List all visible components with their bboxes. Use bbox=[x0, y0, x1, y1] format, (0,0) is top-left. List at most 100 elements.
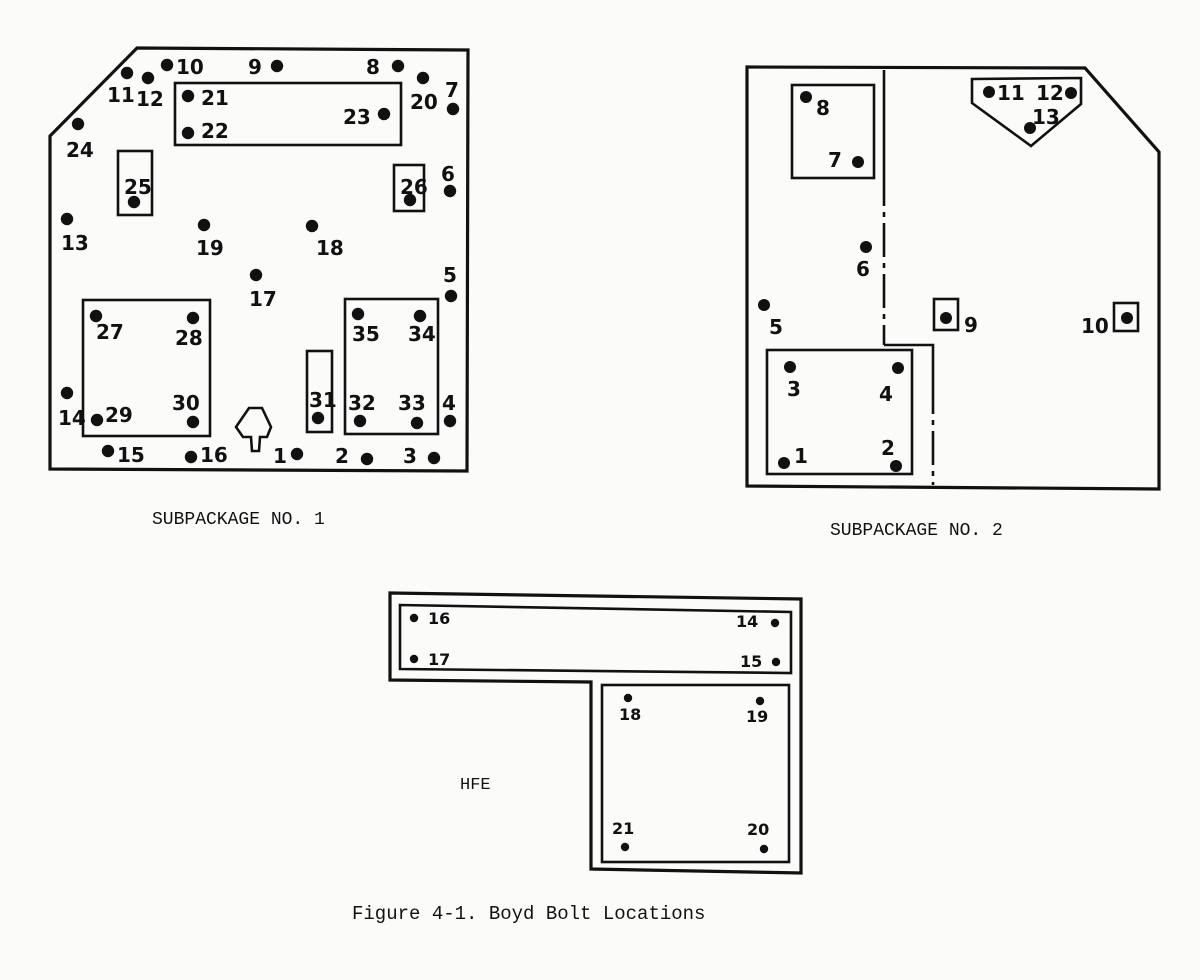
subpackage1-bolt-34 bbox=[413, 309, 427, 323]
subpackage2-bolt-label-9: 9 bbox=[964, 313, 978, 337]
subpackage2-bolt-label-5: 5 bbox=[769, 315, 783, 339]
subpackage1-bolt-label-19: 19 bbox=[196, 236, 224, 260]
subpackage1-bolt-13 bbox=[60, 212, 74, 226]
subpackage1-bolt-10 bbox=[160, 58, 174, 72]
subpackage2-bolt-12 bbox=[1065, 87, 1077, 99]
subpackage1-bolt-label-26: 26 bbox=[400, 175, 428, 199]
sp1-panel-25 bbox=[116, 149, 154, 217]
subpackage1-bolt-label-28: 28 bbox=[175, 326, 203, 350]
subpackage1-bolt-label-29: 29 bbox=[105, 403, 133, 427]
subpackage-2-outline bbox=[745, 65, 1161, 491]
sp2-panel-9 bbox=[932, 297, 960, 332]
subpackage-1-outline bbox=[48, 46, 470, 473]
subpackage1-bolt-label-17: 17 bbox=[249, 287, 277, 311]
subpackage1-bolt-18 bbox=[305, 219, 319, 233]
subpackage-1-label: SUBPACKAGE NO. 1 bbox=[152, 510, 325, 530]
subpackage2-bolt-label-7: 7 bbox=[828, 148, 842, 172]
subpackage2-bolt-label-8: 8 bbox=[816, 96, 830, 120]
subpackage1-bolt-9 bbox=[270, 59, 284, 73]
hfe-bolt-label-18: 18 bbox=[619, 705, 641, 724]
subpackage1-bolt-label-15: 15 bbox=[117, 443, 145, 467]
subpackage1-bolt-label-24: 24 bbox=[66, 138, 94, 162]
subpackage1-bolt-label-14: 14 bbox=[58, 406, 86, 430]
subpackage2-bolt-3 bbox=[784, 361, 796, 373]
subpackage1-bolt-label-31: 31 bbox=[309, 388, 337, 412]
sp2-divider-step bbox=[884, 343, 935, 380]
subpackage1-bolt-label-10: 10 bbox=[176, 55, 204, 79]
subpackage2-bolt-label-1: 1 bbox=[794, 444, 808, 468]
subpackage1-bolt-2 bbox=[360, 452, 374, 466]
subpackage1-bolt-1 bbox=[290, 447, 304, 461]
subpackage1-bolt-label-8: 8 bbox=[366, 55, 380, 79]
subpackage2-bolt-6 bbox=[860, 241, 872, 253]
subpackage1-bolt-22 bbox=[181, 126, 195, 140]
subpackage1-bolt-7 bbox=[446, 102, 460, 116]
sp1-top-panel bbox=[173, 81, 403, 147]
subpackage1-bolt-12 bbox=[141, 71, 155, 85]
subpackage1-bolt-11 bbox=[120, 66, 134, 80]
hfe-bolt-17 bbox=[409, 654, 419, 664]
subpackage2-bolt-label-2: 2 bbox=[881, 436, 895, 460]
subpackage1-bolt-3 bbox=[427, 451, 441, 465]
subpackage1-bolt-label-34: 34 bbox=[408, 322, 436, 346]
subpackage2-bolt-5 bbox=[758, 299, 770, 311]
hfe-outline bbox=[388, 591, 803, 875]
subpackage1-bolt-label-21: 21 bbox=[201, 86, 229, 110]
subpackage2-bolt-label-12: 12 bbox=[1036, 81, 1064, 105]
subpackage1-bolt-17 bbox=[249, 268, 263, 282]
subpackage1-bolt-16 bbox=[184, 450, 198, 464]
hfe-lower-panel bbox=[600, 683, 791, 864]
subpackage1-bolt-32 bbox=[353, 414, 367, 428]
subpackage2-bolt-7 bbox=[852, 156, 864, 168]
subpackage1-bolt-26 bbox=[403, 193, 417, 207]
subpackage2-bolt-label-10: 10 bbox=[1081, 314, 1109, 338]
hfe-bolt-19 bbox=[755, 696, 765, 706]
subpackage1-bolt-label-27: 27 bbox=[96, 320, 124, 344]
subpackage1-bolt-label-12: 12 bbox=[136, 87, 164, 111]
subpackage1-bolt-20 bbox=[416, 71, 430, 85]
sp1-panel-26 bbox=[392, 163, 426, 213]
subpackage2-bolt-4 bbox=[892, 362, 904, 374]
subpackage1-bolt-5 bbox=[444, 289, 458, 303]
subpackage1-bolt-label-1: 1 bbox=[273, 444, 287, 468]
sp1-left-box bbox=[81, 298, 212, 438]
subpackage1-bolt-label-7: 7 bbox=[445, 78, 459, 102]
subpackage1-bolt-35 bbox=[351, 307, 365, 321]
subpackage1-bolt-label-35: 35 bbox=[352, 322, 380, 346]
hfe-bolt-21 bbox=[620, 842, 630, 852]
sp2-pentagon-panel bbox=[970, 76, 1083, 148]
hfe-bolt-20 bbox=[759, 844, 769, 854]
hfe-bolt-label-21: 21 bbox=[612, 819, 634, 838]
hfe-bolt-label-16: 16 bbox=[428, 609, 450, 628]
sp2-box-7-8 bbox=[790, 83, 876, 180]
subpackage1-bolt-15 bbox=[101, 444, 115, 458]
subpackage2-bolt-label-4: 4 bbox=[879, 382, 893, 406]
subpackage2-bolt-label-11: 11 bbox=[997, 81, 1025, 105]
subpackage1-bolt-label-2: 2 bbox=[335, 444, 349, 468]
sp2-box-1-4 bbox=[765, 348, 914, 476]
subpackage2-bolt-8 bbox=[800, 91, 812, 103]
subpackage1-bolt-21 bbox=[181, 89, 195, 103]
hfe-bolt-label-17: 17 bbox=[428, 650, 450, 669]
subpackage1-bolt-25 bbox=[127, 195, 141, 209]
hfe-bolt-18 bbox=[623, 693, 633, 703]
subpackage2-bolt-label-3: 3 bbox=[787, 377, 801, 401]
subpackage1-bolt-label-30: 30 bbox=[172, 391, 200, 415]
subpackage1-bolt-label-18: 18 bbox=[316, 236, 344, 260]
subpackage2-bolt-11 bbox=[983, 86, 995, 98]
subpackage1-bolt-29 bbox=[90, 413, 104, 427]
subpackage1-bolt-label-33: 33 bbox=[398, 391, 426, 415]
subpackage-2-label: SUBPACKAGE NO. 2 bbox=[830, 521, 1003, 541]
subpackage1-bolt-label-23: 23 bbox=[343, 105, 371, 129]
subpackage1-bolt-30 bbox=[186, 415, 200, 429]
subpackage1-bolt-label-32: 32 bbox=[348, 391, 376, 415]
hfe-bolt-label-19: 19 bbox=[746, 707, 768, 726]
subpackage1-bolt-label-13: 13 bbox=[61, 231, 89, 255]
subpackage1-bolt-label-25: 25 bbox=[124, 175, 152, 199]
subpackage2-bolt-10 bbox=[1121, 312, 1133, 324]
arrow-icon bbox=[234, 406, 273, 453]
hfe-bolt-16 bbox=[409, 613, 419, 623]
